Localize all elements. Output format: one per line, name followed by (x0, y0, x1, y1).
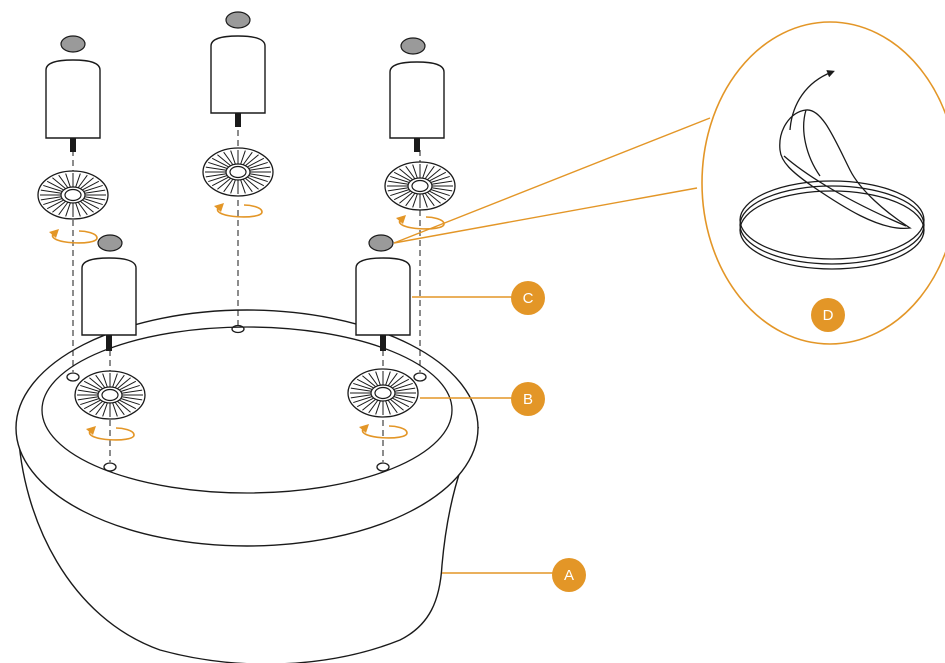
svg-text:D: D (823, 307, 834, 324)
rotation-arrow-icon (214, 203, 263, 218)
svg-text:B: B (523, 391, 533, 408)
washer-rear-left (37, 170, 109, 220)
callout-leaders (412, 296, 556, 574)
foot-rear-right (389, 37, 445, 152)
peel-arrow-icon (789, 70, 835, 131)
rotation-arrow-icon (49, 229, 98, 244)
washer-rear-right (384, 161, 456, 211)
washer-front-right (347, 368, 419, 418)
callout-d: D (811, 298, 845, 332)
washer-front-left (74, 370, 146, 420)
base-body (15, 309, 480, 663)
washers-group (37, 147, 456, 420)
rotation-arrow-icon (396, 215, 445, 230)
svg-text:A: A (564, 567, 574, 584)
detail-zoom-lines (393, 117, 711, 244)
foot-front-right (355, 234, 411, 351)
callout-a: A (552, 558, 586, 592)
detail-magnifier (701, 21, 945, 345)
rotation-arrows (49, 203, 445, 441)
mounting-holes (66, 324, 427, 472)
foot-rear-left (45, 35, 101, 152)
foot-rear-center (210, 11, 266, 127)
callout-c: C (511, 281, 545, 315)
washer-rear-center (202, 147, 274, 197)
callout-b: B (511, 382, 545, 416)
svg-text:C: C (523, 290, 534, 307)
rotation-arrow-icon (359, 424, 408, 439)
rotation-arrow-icon (86, 426, 135, 441)
foot-front-left (81, 234, 137, 351)
